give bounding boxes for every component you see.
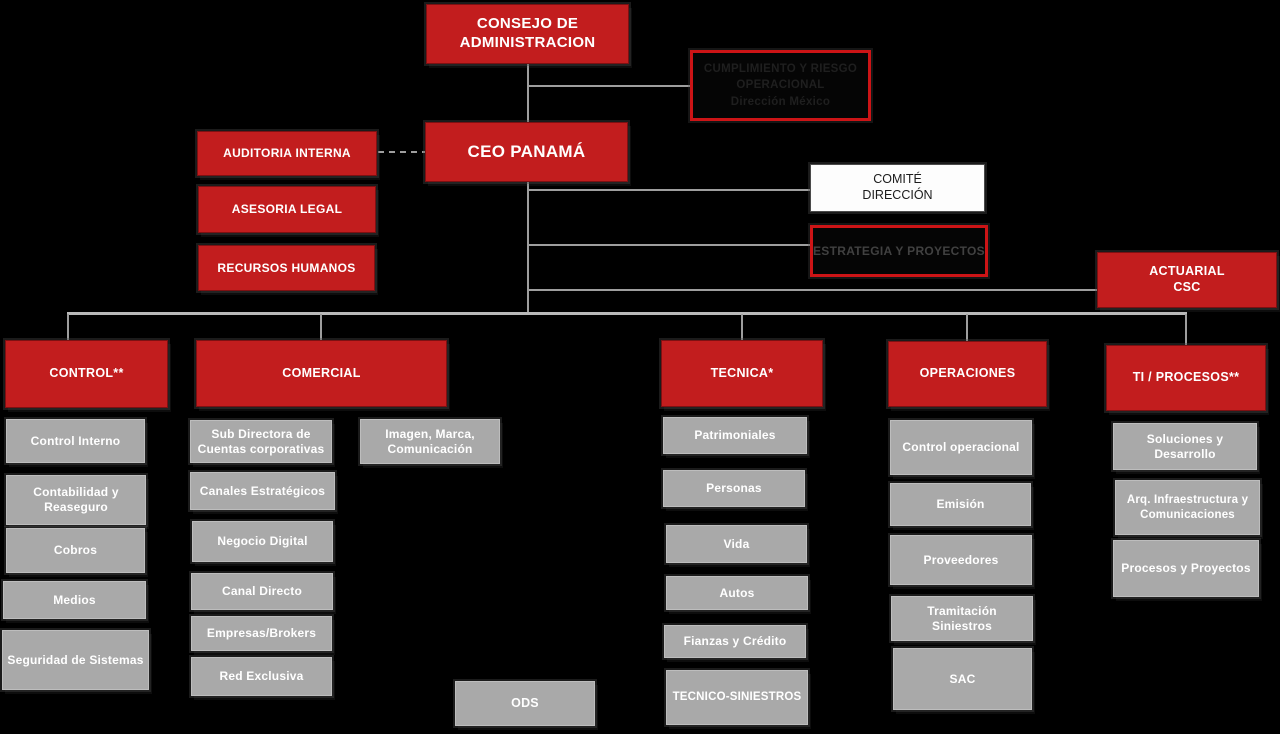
node-ceo-panama: CEO PANAMÁ [425, 122, 628, 182]
unit-label: Arq. Infraestructura y Comunicaciones [1126, 494, 1249, 521]
unit-label: Vida [723, 536, 750, 551]
actuarial-label: ACTUARIAL CSC [1149, 264, 1225, 294]
drop-operaciones [966, 314, 968, 341]
auditoria-label: AUDITORIA INTERNA [223, 146, 351, 160]
connector-to-cumplimiento [528, 85, 691, 87]
unit-control-operacional: Control operacional [890, 420, 1032, 475]
dept-tecnica-label: TECNICA* [710, 365, 774, 380]
unit-sac: SAC [893, 648, 1032, 710]
connector-to-comite [528, 189, 810, 191]
unit-label: Medios [53, 592, 96, 607]
unit-fianzas-credito: Fianzas y Crédito [664, 625, 806, 658]
unit-negocio-digital: Negocio Digital [192, 521, 333, 562]
unit-empresas-brokers: Empresas/Brokers [191, 616, 332, 651]
unit-soluciones-desarrollo: Soluciones y Desarrollo [1113, 423, 1257, 470]
unit-label: Personas [706, 481, 762, 495]
unit-arq-infraestructura: Arq. Infraestructura y Comunicaciones [1115, 480, 1260, 535]
unit-seguridad-sistemas: Seguridad de Sistemas [2, 630, 149, 690]
connector-to-estrategia [528, 244, 810, 246]
unit-autos: Autos [666, 576, 808, 610]
unit-label: Autos [719, 585, 755, 600]
dept-comercial-label: COMERCIAL [282, 365, 361, 380]
node-recursos-humanos: RECURSOS HUMANOS [198, 245, 375, 291]
unit-label: Tramitación Siniestros [927, 603, 997, 633]
unit-label: Canales Estratégicos [199, 483, 326, 498]
unit-emision: Emisión [890, 483, 1031, 526]
connector-to-actuarial [528, 289, 1097, 291]
unit-label: Negocio Digital [217, 534, 308, 548]
connector-consejo-ceo [527, 64, 529, 122]
node-consejo-label: CONSEJO DE ADMINISTRACION [459, 15, 596, 51]
unit-label: Cobros [53, 543, 98, 557]
drop-control [67, 314, 69, 340]
unit-vida: Vida [666, 525, 807, 563]
node-estrategia-proyectos: ESTRATEGIA Y PROYECTOS [810, 225, 988, 277]
node-consejo-administracion: CONSEJO DE ADMINISTRACION [426, 4, 629, 64]
unit-label: Imagen, Marca, Comunicación [385, 426, 475, 456]
unit-tramitacion-siniestros: Tramitación Siniestros [891, 596, 1033, 641]
unit-label: Emisión [936, 497, 985, 511]
unit-medios: Medios [3, 581, 146, 619]
unit-label: Empresas/Brokers [206, 626, 317, 640]
unit-red-exclusiva: Red Exclusiva [191, 657, 332, 696]
node-auditoria-interna: AUDITORIA INTERNA [197, 131, 377, 176]
ods-label: ODS [511, 695, 539, 710]
unit-label: Sub Directora de Cuentas corporativas [197, 426, 325, 456]
dept-operaciones: OPERACIONES [888, 341, 1047, 407]
drop-comercial [320, 314, 322, 340]
unit-label: Patrimoniales [694, 428, 776, 442]
dept-ti-procesos: TI / PROCESOS** [1106, 345, 1266, 411]
unit-canal-directo: Canal Directo [191, 573, 333, 610]
cumplimiento-line-3: Dirección México [730, 95, 831, 108]
cumplimiento-line-1: CUMPLIMIENTO Y RIESGO [703, 62, 858, 75]
dept-ti-label: TI / PROCESOS** [1132, 370, 1240, 385]
drop-tecnica [741, 314, 743, 340]
connector-auditoria-ceo [378, 151, 425, 153]
node-asesoria-legal: ASESORIA LEGAL [198, 186, 376, 233]
unit-label: Proveedores [923, 552, 999, 567]
cumplimiento-line-2: OPERACIONAL [736, 79, 825, 92]
recursos-label: RECURSOS HUMANOS [217, 260, 356, 275]
asesoria-label: ASESORIA LEGAL [231, 202, 343, 216]
unit-control-interno: Control Interno [6, 419, 145, 463]
unit-label: Contabilidad y Reaseguro [33, 485, 119, 514]
unit-label: SAC [949, 671, 976, 686]
unit-sub-directora-cuentas: Sub Directora de Cuentas corporativas [190, 420, 332, 463]
dept-control-label: CONTROL** [49, 366, 124, 381]
unit-label: Soluciones y Desarrollo [1146, 431, 1224, 461]
unit-imagen-marca-comunicacion: Imagen, Marca, Comunicación [360, 419, 500, 464]
estrategia-label: ESTRATEGIA Y PROYECTOS [813, 243, 985, 258]
unit-proveedores: Proveedores [890, 535, 1032, 585]
connector-bus [67, 312, 1187, 315]
unit-ods: ODS [455, 681, 595, 726]
unit-label: Red Exclusiva [219, 669, 304, 683]
unit-label: Seguridad de Sistemas [7, 652, 144, 667]
dept-operaciones-label: OPERACIONES [919, 366, 1016, 381]
unit-label: Procesos y Proyectos [1121, 561, 1251, 575]
ceo-label: CEO PANAMÁ [467, 142, 586, 162]
unit-label: Fianzas y Crédito [683, 634, 787, 648]
drop-ti-procesos [1185, 314, 1187, 345]
unit-procesos-proyectos: Procesos y Proyectos [1113, 540, 1259, 597]
unit-label: TECNICO-SINIESTROS [672, 691, 802, 704]
node-actuarial-csc: ACTUARIAL CSC [1097, 252, 1277, 308]
unit-cobros: Cobros [6, 528, 145, 573]
unit-canales-estrategicos: Canales Estratégicos [190, 472, 335, 510]
unit-label: Canal Directo [222, 584, 302, 598]
unit-patrimoniales: Patrimoniales [663, 417, 807, 454]
dept-control: CONTROL** [5, 340, 168, 408]
dept-comercial: COMERCIAL [196, 340, 447, 407]
unit-contabilidad-reaseguro: Contabilidad y Reaseguro [6, 475, 146, 525]
node-comite-direccion: COMITÉ DIRECCIÓN [810, 164, 985, 212]
comite-label: COMITÉ DIRECCIÓN [862, 172, 933, 202]
unit-label: Control Interno [30, 433, 121, 448]
connector-ceo-bus [527, 182, 529, 314]
unit-tecnico-siniestros: TECNICO-SINIESTROS [666, 670, 808, 725]
unit-personas: Personas [663, 470, 805, 507]
node-cumplimiento-riesgo: CUMPLIMIENTO Y RIESGO OPERACIONAL Direcc… [690, 50, 871, 121]
dept-tecnica: TECNICA* [661, 340, 823, 407]
unit-label: Control operacional [902, 440, 1020, 454]
